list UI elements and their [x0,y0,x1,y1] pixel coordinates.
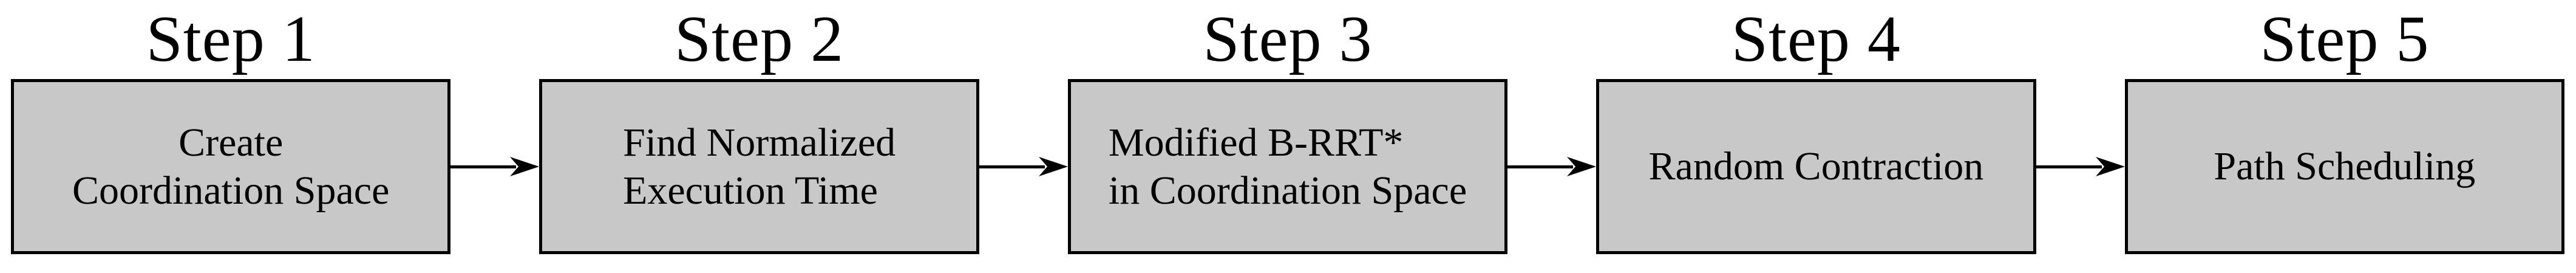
step-1-title: Step 1 [146,3,316,75]
step-5: Step 5 Path Scheduling [2124,0,2565,273]
step-1: Step 1 Create Coordination Space [11,0,451,273]
arrow-shaft [1507,165,1574,168]
step-4-box: Random Contraction [1596,79,2036,254]
bottom-margin [1596,254,2036,273]
step-2-label: Find Normalized Execution Time [623,119,895,215]
step-4: Step 4 Random Contraction [1596,0,2036,273]
step-4-label-line-1: Random Contraction [1648,144,1984,189]
flow-arrow-1 [450,0,540,273]
step-1-label-line-1: Create [178,120,284,165]
step-3-label: Modified B-RRT* in Coordination Space [1109,119,1467,215]
step-3-box: Modified B-RRT* in Coordination Space [1067,79,1508,254]
step-1-label-line-2: Coordination Space [72,168,390,213]
step-2-label-line-1: Find Normalized [623,120,896,165]
step-2-title: Step 2 [675,3,845,75]
step-5-label: Path Scheduling [2214,142,2475,190]
flow-arrow-3 [1507,0,1597,273]
step-1-box: Create Coordination Space [11,79,451,254]
step-2-label-line-2: Execution Time [623,168,878,213]
step-2-box: Find Normalized Execution Time [539,79,979,254]
arrow-shaft [450,165,517,168]
right-arrow-icon [510,157,540,176]
right-arrow-icon [1038,157,1068,176]
right-arrow-icon [2095,157,2125,176]
bottom-margin [2125,254,2564,273]
step-5-title: Step 5 [2260,3,2430,75]
bottom-margin [11,254,450,273]
bottom-margin [1068,254,1507,273]
bottom-margin [539,254,979,273]
step-3-label-line-1: Modified B-RRT* [1108,120,1404,165]
step-3-label-line-2: in Coordination Space [1108,168,1467,213]
step-3-title: Step 3 [1203,3,1373,75]
step-2: Step 2 Find Normalized Execution Time [539,0,979,273]
arrow-shaft [979,165,1045,168]
right-arrow-icon [1567,157,1597,176]
flow-arrow-4 [2036,0,2125,273]
step-5-label-line-1: Path Scheduling [2214,144,2476,189]
left-margin [0,0,11,273]
step-4-title: Step 4 [1731,3,1901,75]
step-5-box: Path Scheduling [2124,79,2565,254]
arrow-shaft [2036,165,2102,168]
step-4-label: Random Contraction [1649,142,1984,190]
step-1-label: Create Coordination Space [72,119,389,215]
flow-arrow-2 [979,0,1068,273]
step-3: Step 3 Modified B-RRT* in Coordination S… [1067,0,1508,273]
right-margin [2564,0,2576,273]
